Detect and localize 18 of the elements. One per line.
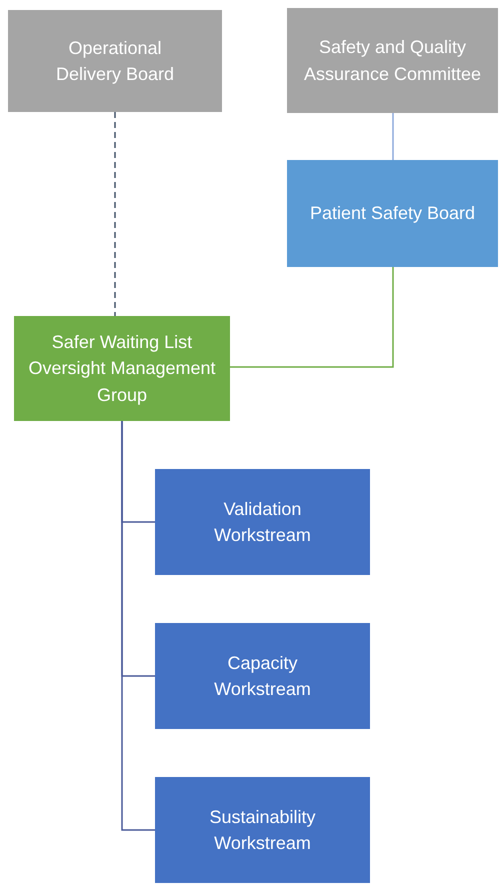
box-label: Capacity Workstream	[213, 652, 312, 701]
box-label: Patient Safety Board	[310, 202, 476, 226]
org-box	[14, 316, 230, 421]
connector-line	[392, 113, 394, 160]
org-box	[287, 160, 498, 267]
box-label: Operational Delivery Board	[54, 36, 176, 86]
box-label: Safer Waiting List Oversight Management Group	[27, 331, 217, 407]
org-box	[155, 777, 370, 883]
org-box	[155, 469, 370, 575]
org-box	[8, 10, 222, 112]
connector-line	[121, 421, 155, 831]
org-box	[287, 8, 498, 113]
connector-line	[230, 267, 394, 368]
box-label: Sustainability Workstream	[208, 806, 317, 855]
box-label: Safety and Quality Assurance Committee	[302, 36, 482, 86]
connector-line	[114, 112, 116, 316]
box-label: Validation Workstream	[213, 498, 312, 547]
org-box	[155, 623, 370, 729]
